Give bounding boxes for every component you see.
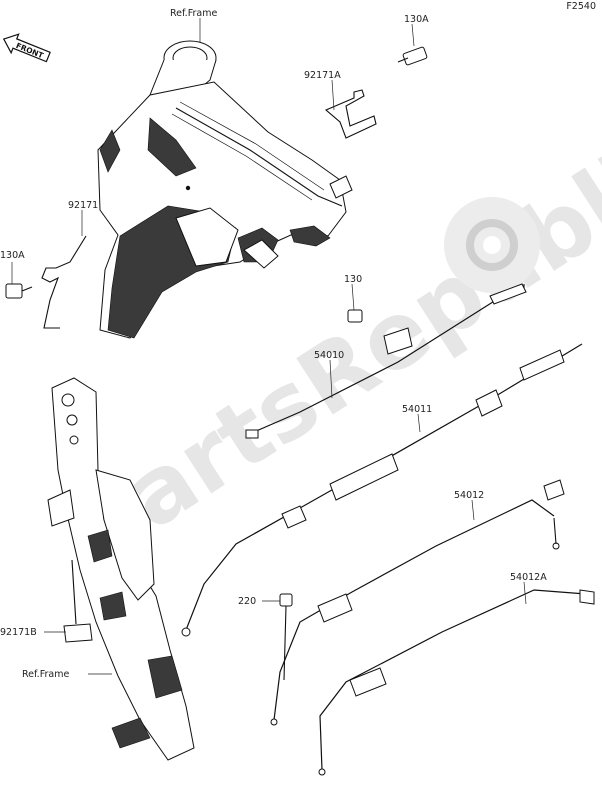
cable-54011 (181, 343, 583, 637)
bolt-220 (279, 593, 293, 681)
label-220: 220 (238, 596, 256, 607)
clamp-92171a (324, 89, 377, 139)
bolt-130a-top (397, 46, 428, 66)
label-ref-frame-top: Ref.Frame (170, 8, 217, 19)
clamp-92171b (63, 559, 93, 643)
label-92171a: 92171A (304, 70, 341, 81)
cable-54010 (245, 283, 527, 439)
label-ref-frame-bottom: Ref.Frame (22, 669, 69, 680)
label-54010: 54010 (314, 350, 344, 361)
label-130a-top: 130A (404, 14, 429, 25)
cable-54012 (270, 479, 565, 726)
bolt-130 (347, 309, 413, 355)
frame-lower (47, 377, 195, 761)
watermark-gear-icon (444, 197, 540, 293)
clamp-92171 (41, 235, 87, 329)
label-54012: 54012 (454, 490, 484, 501)
label-130: 130 (344, 274, 362, 285)
front-arrow-icon: FRONT (2, 33, 51, 63)
bolt-130a-left (5, 283, 33, 299)
frame-upper (97, 40, 353, 339)
label-54012a: 54012A (510, 572, 547, 583)
leader-lines (11, 18, 527, 675)
label-54011: 54011 (402, 404, 432, 415)
label-130a-left: 130A (0, 250, 25, 261)
cable-54012a (318, 589, 595, 776)
diagram-code: F2540 (566, 1, 596, 12)
label-92171b: 92171B (0, 627, 37, 638)
label-92171: 92171 (68, 200, 98, 211)
